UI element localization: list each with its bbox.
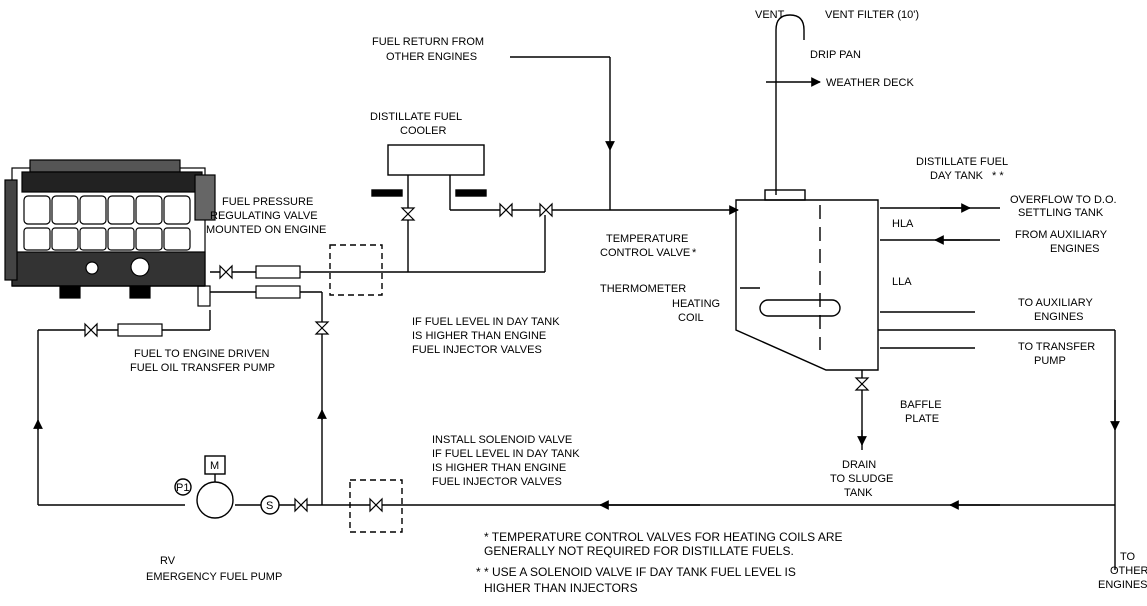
fuel-cooler xyxy=(371,144,487,197)
to-other-label-3: ENGINES xyxy=(1098,579,1147,591)
pressure-valve-label-1: FUEL PRESSURE xyxy=(222,196,313,208)
filters xyxy=(117,265,301,337)
baffle-label-2: PLATE xyxy=(905,413,939,425)
vent-label: VENT xyxy=(755,9,785,21)
temp-valve-mark: * xyxy=(692,247,697,259)
from-aux-label-2: ENGINES xyxy=(1050,243,1100,255)
temp-valve-label-1: TEMPERATURE xyxy=(606,233,688,245)
install-label-3: IS HIGHER THAN ENGINE xyxy=(432,462,566,474)
footnote-1-line-2: GENERALLY NOT REQUIRED FOR DISTILLATE FU… xyxy=(484,544,794,558)
fuel-to-engine-label-1: FUEL TO ENGINE DRIVEN xyxy=(134,348,270,360)
if-fuel-label-2: IS HIGHER THAN ENGINE xyxy=(412,330,546,342)
pressure-valve-label-3: MOUNTED ON ENGINE xyxy=(206,224,326,236)
fuel-to-engine-label-2: FUEL OIL TRANSFER PUMP xyxy=(130,362,275,374)
to-transfer-label-1: TO TRANSFER xyxy=(1018,341,1095,353)
drip-pan-label: DRIP PAN xyxy=(810,49,861,61)
to-transfer-label-2: PUMP xyxy=(1034,355,1066,367)
install-label-4: FUEL INJECTOR VALVES xyxy=(432,476,562,488)
to-aux-label-2: ENGINES xyxy=(1034,311,1084,323)
overflow-label-1: OVERFLOW TO D.O. xyxy=(1010,194,1117,206)
drain-label-1: DRAIN xyxy=(842,459,876,471)
fuel-return-label-2: OTHER ENGINES xyxy=(386,51,477,63)
install-label-2: IF FUEL LEVEL IN DAY TANK xyxy=(432,448,580,460)
p1-label: P1 xyxy=(176,482,189,494)
to-aux-label-1: TO AUXILIARY xyxy=(1018,297,1093,309)
hla-label: HLA xyxy=(892,218,914,230)
emergency-pump xyxy=(174,455,280,519)
rv-label: RV xyxy=(160,555,176,567)
if-fuel-label-1: IF FUEL LEVEL IN DAY TANK xyxy=(412,316,560,328)
motor-label: M xyxy=(210,460,219,472)
to-other-label-2: OTHER xyxy=(1110,565,1147,577)
temp-valve-label-2: CONTROL VALVE xyxy=(600,247,690,259)
cooler-label-1: DISTILLATE FUEL xyxy=(370,111,462,123)
labels: VENT VENT FILTER (10') DRIP PAN WEATHER … xyxy=(130,9,1147,595)
from-aux-label-1: FROM AUXILIARY xyxy=(1015,229,1108,241)
install-label-1: INSTALL SOLENOID VALVE xyxy=(432,434,572,446)
to-other-label-1: TO xyxy=(1120,551,1136,563)
fuel-return-label-1: FUEL RETURN FROM xyxy=(372,36,484,48)
day-tank-label-2: DAY TANK xyxy=(930,170,984,182)
footnote-1-line-1: * TEMPERATURE CONTROL VALVES FOR HEATING… xyxy=(484,530,843,544)
if-fuel-label-3: FUEL INJECTOR VALVES xyxy=(412,344,542,356)
pressure-valve-label-2: REGULATING VALVE xyxy=(210,210,318,222)
baffle-label-1: BAFFLE xyxy=(900,399,942,411)
drain-label-2: TO SLUDGE xyxy=(830,473,893,485)
cooler-label-2: COOLER xyxy=(400,125,447,137)
valves xyxy=(84,202,870,513)
lla-label: LLA xyxy=(892,276,912,288)
overflow-label-2: SETTLING TANK xyxy=(1018,207,1104,219)
piping xyxy=(33,14,1120,570)
day-tank-mark: * * xyxy=(992,170,1004,182)
engine-illustration xyxy=(4,159,216,307)
weather-deck-label: WEATHER DECK xyxy=(826,77,914,89)
emergency-pump-label: EMERGENCY FUEL PUMP xyxy=(146,571,282,583)
heating-coil-label-2: COIL xyxy=(678,312,704,324)
heating-coil-label-1: HEATING xyxy=(672,298,720,310)
footnote-2-line-2: HIGHER THAN INJECTORS xyxy=(484,581,638,595)
vent-filter-label: VENT FILTER (10') xyxy=(825,9,919,21)
day-tank-label-1: DISTILLATE FUEL xyxy=(916,156,1008,168)
thermometer-label: THERMOMETER xyxy=(600,283,686,295)
strainer-label: S xyxy=(266,500,273,512)
footnote-2-line-1: * * USE A SOLENOID VALVE IF DAY TANK FUE… xyxy=(476,565,796,579)
day-tank xyxy=(735,189,879,371)
drain-label-3: TANK xyxy=(844,487,873,499)
